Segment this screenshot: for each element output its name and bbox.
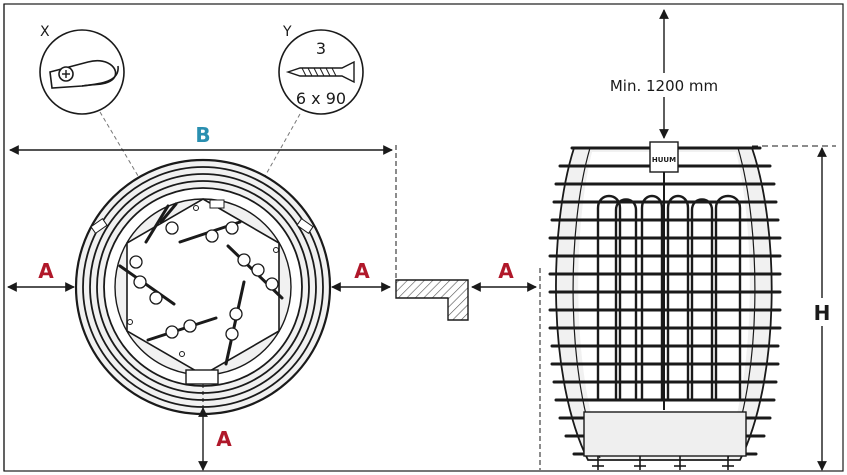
pipe-clip-icon <box>49 59 119 89</box>
screw-icon <box>285 60 355 84</box>
dimension-h-label: H <box>814 301 831 325</box>
dimension-b-label: B <box>195 123 210 147</box>
callout-x-label: X <box>40 24 50 40</box>
screw-count: 3 <box>316 39 326 58</box>
wall-section <box>395 279 469 321</box>
min-clearance-label: Min. 1200 mm <box>610 77 718 95</box>
huum-logo <box>649 141 679 173</box>
dimension-a-left: A <box>38 259 54 283</box>
screw-size: 6 x 90 <box>296 89 346 108</box>
clip-callout <box>39 29 151 197</box>
dimension-a-bottom: A <box>216 427 232 451</box>
heater-top-view <box>74 158 332 416</box>
heater-side-view <box>548 141 782 470</box>
callout-y-label: Y <box>282 24 292 40</box>
dimension-a-right: A <box>498 259 514 283</box>
huum-logo-text: HUUM <box>652 156 676 164</box>
dimension-a-middle: A <box>354 259 370 283</box>
